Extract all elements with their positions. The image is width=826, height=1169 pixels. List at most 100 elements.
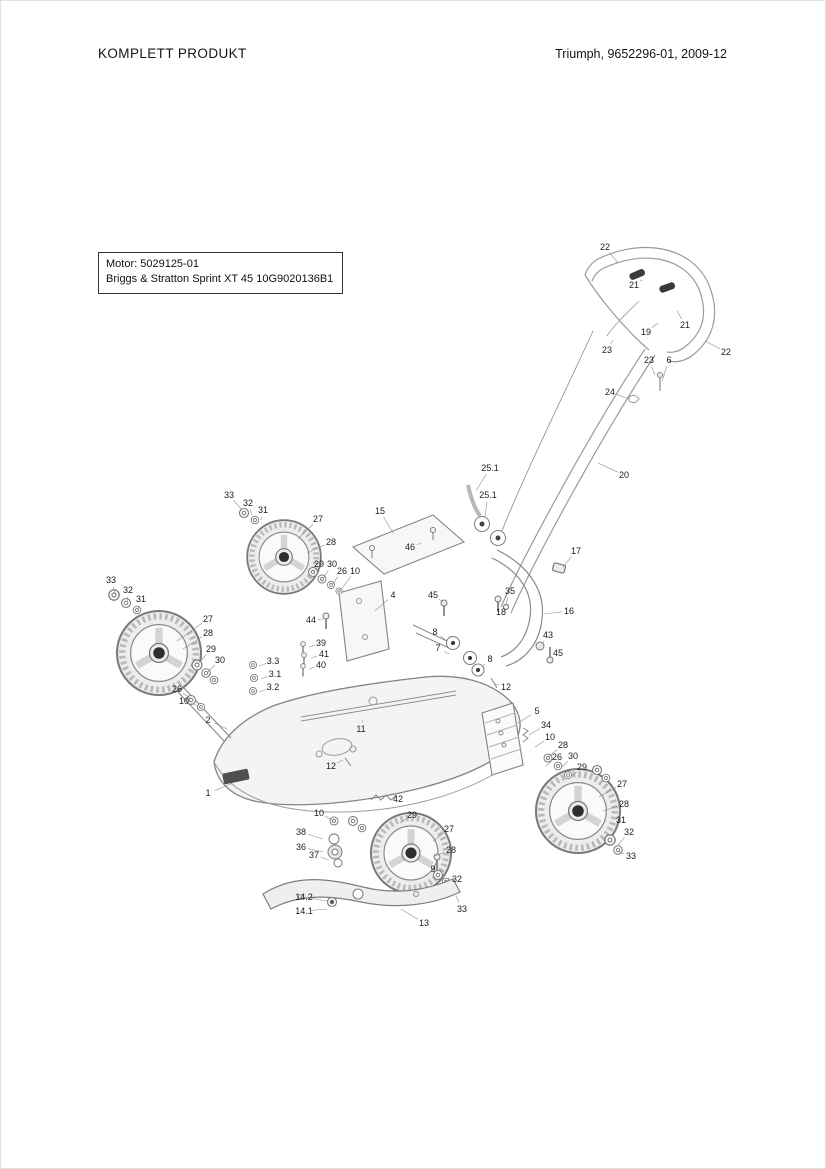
callout-28: 28: [326, 537, 336, 547]
callout-45: 45: [428, 590, 438, 600]
height-lever: [466, 484, 506, 546]
callout-25.1: 25.1: [481, 463, 499, 473]
wheel-rear-left: [247, 520, 321, 594]
callout-leader-26: [545, 761, 552, 767]
callout-29: 29: [577, 762, 587, 772]
deck: [213, 675, 521, 813]
callout-21: 21: [680, 320, 690, 330]
callout-27: 27: [313, 514, 323, 524]
callout-leader-26: [182, 692, 191, 699]
callout-leader-15: [383, 516, 394, 534]
callout-8: 8: [487, 654, 492, 664]
callout-7: 7: [435, 643, 440, 653]
blade-adapter: [326, 833, 343, 908]
callout-leader-3.3: [258, 663, 267, 667]
callout-27: 27: [617, 779, 627, 789]
handle-bracket: [491, 549, 567, 667]
cover-plate: [351, 514, 466, 575]
bolt-44: [322, 612, 330, 630]
callout-10: 10: [350, 566, 360, 576]
callout-leader-45: [550, 656, 553, 659]
wheel-front-left: [117, 611, 201, 695]
callout-12: 12: [326, 761, 336, 771]
callout-22: 22: [721, 347, 731, 357]
callout-leader-27: [297, 523, 314, 540]
callout-30: 30: [568, 751, 578, 761]
callout-leader-21: [639, 279, 643, 282]
handle-bail-inner: [601, 257, 705, 353]
callout-leader-17: [562, 556, 572, 568]
callout-leader-33: [233, 500, 242, 510]
callout-leader-16: [543, 611, 563, 615]
motor-model: Briggs & Stratton Sprint XT 45 10G902013…: [106, 273, 334, 286]
callout-leader-28: [547, 749, 558, 758]
callout-30: 30: [327, 559, 337, 569]
callout-18: 18: [496, 607, 506, 617]
callout-leader-39: [308, 644, 315, 648]
callout-32: 32: [624, 827, 634, 837]
rear-bracket-plate: [481, 702, 529, 776]
callout-leader-10: [339, 576, 352, 592]
callout-27: 27: [203, 614, 213, 624]
callout-leader-1: [214, 783, 232, 791]
callout-leader-3.2: [258, 689, 267, 693]
blade: [262, 878, 461, 910]
spacer-35: [502, 603, 510, 611]
callout-36: 36: [296, 842, 306, 852]
callout-40: 40: [316, 660, 326, 670]
handle-tube-edge: [510, 354, 656, 614]
callout-38: 38: [296, 827, 306, 837]
callout-26: 26: [552, 752, 562, 762]
deck-skirt: [213, 761, 497, 813]
callout-29: 29: [314, 559, 324, 569]
handle-grip: [659, 282, 676, 293]
callout-leader-28: [306, 544, 325, 554]
callout-39: 39: [316, 638, 326, 648]
side-plate: [338, 580, 390, 662]
callout-leader-3.1: [260, 676, 269, 680]
callout-leader-31: [137, 605, 140, 610]
callout-leader-5: [517, 714, 532, 724]
callout-37: 37: [309, 850, 319, 860]
callout-leader-45: [438, 598, 444, 603]
callout-6: 6: [666, 355, 671, 365]
page-title: KOMPLETT PRODUKT: [98, 46, 247, 61]
callout-31: 31: [136, 594, 146, 604]
callout-leader-29: [399, 818, 407, 824]
callout-leader-23: [651, 366, 656, 376]
callout-leader-28: [434, 852, 445, 857]
callout-32: 32: [452, 874, 462, 884]
callout-leader-31: [611, 825, 618, 836]
callout-leader-23: [610, 339, 614, 345]
callout-44: 44: [306, 615, 316, 625]
callout-15: 15: [375, 506, 385, 516]
callout-leader-28: [182, 636, 203, 650]
callout-leader-37: [320, 856, 330, 861]
callout-8: 8: [432, 627, 437, 637]
callout-leader-14.1: [310, 908, 328, 911]
callout-leader-25.1: [475, 473, 487, 492]
callout-26: 26: [172, 684, 182, 694]
document-reference: Triumph, 9652296-01, 2009-12: [555, 47, 727, 61]
callout-leader-41: [310, 655, 318, 659]
callout-leader-46: [416, 542, 422, 545]
callout-25.1: 25.1: [479, 490, 497, 500]
spring-34: [522, 727, 529, 743]
callout-leader-10: [534, 740, 545, 748]
callout-34: 34: [541, 720, 551, 730]
callout-leader-35: [505, 597, 509, 605]
deck-body: [213, 675, 521, 806]
callout-33: 33: [224, 490, 234, 500]
callout-22: 22: [600, 242, 610, 252]
callout-leader-32: [249, 509, 253, 516]
callout-leader-33: [112, 586, 116, 594]
callout-41: 41: [319, 649, 329, 659]
callout-2: 2: [205, 715, 210, 725]
callout-3.1: 3.1: [269, 669, 282, 679]
callout-leader-21: [676, 310, 682, 320]
callout-17: 17: [571, 546, 581, 556]
pin-12: [344, 757, 352, 767]
callout-11: 11: [356, 724, 365, 734]
callout-leader-12: [337, 759, 344, 764]
